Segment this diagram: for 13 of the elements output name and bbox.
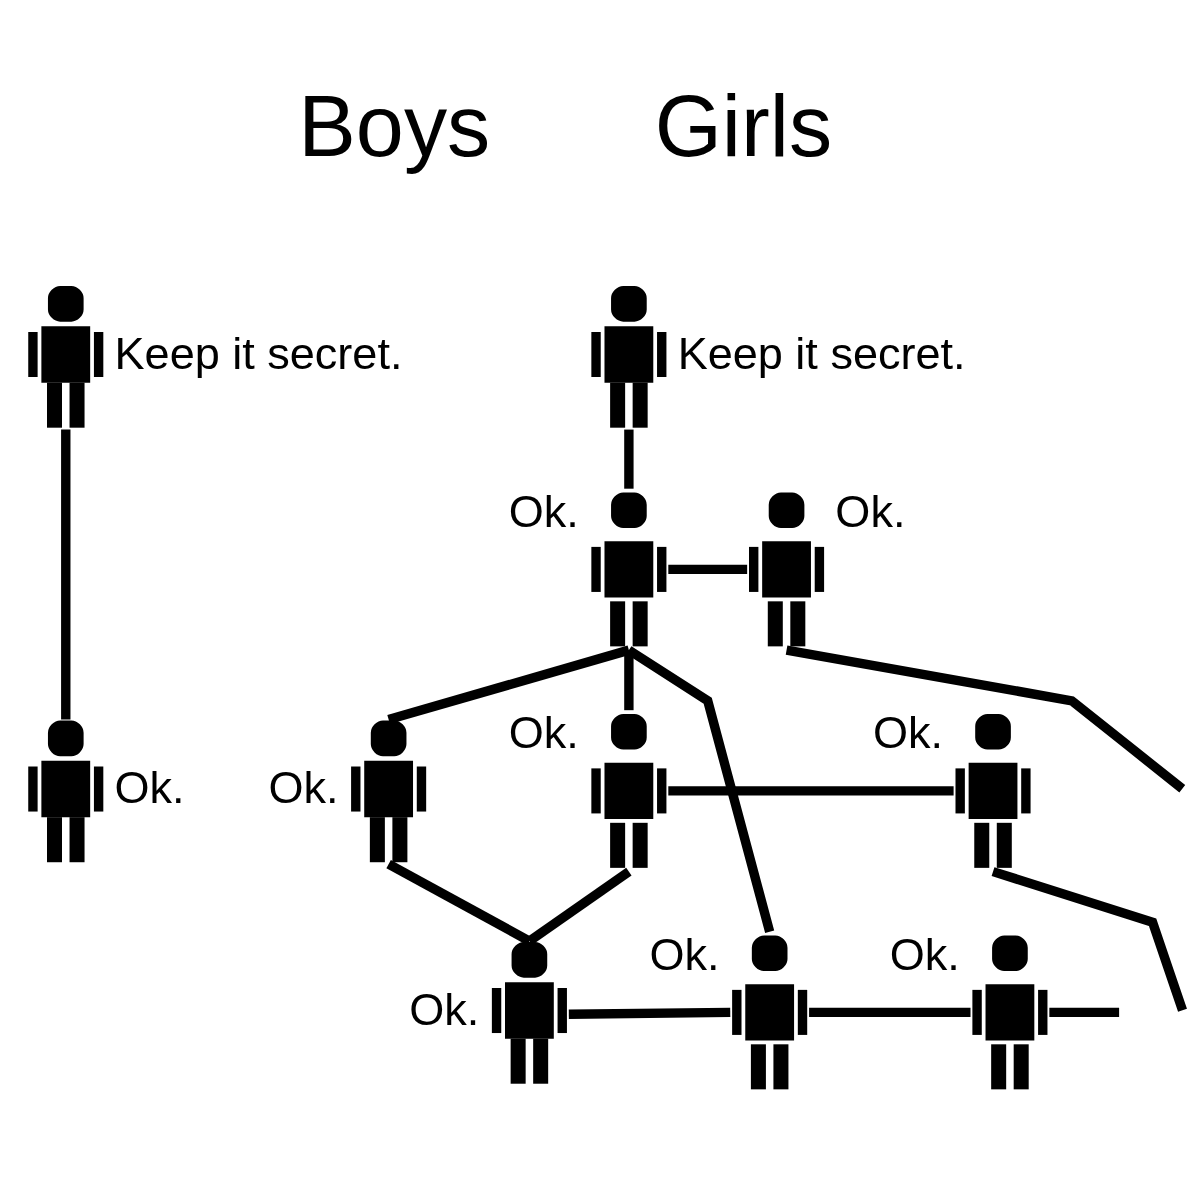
node-label: Ok. xyxy=(508,707,579,759)
node-label: Ok. xyxy=(409,983,480,1035)
node-label: Ok. xyxy=(508,485,579,537)
node-label: Ok. xyxy=(114,762,185,814)
node-label: Ok. xyxy=(649,928,720,980)
node-label: Ok. xyxy=(835,485,906,537)
node-label: Keep it secret. xyxy=(114,327,403,379)
node-label: Ok. xyxy=(268,762,339,814)
label: Girls xyxy=(654,78,833,175)
node-label: Ok. xyxy=(889,928,960,980)
node-label: Keep it secret. xyxy=(677,327,966,379)
label: Boys xyxy=(298,78,491,175)
node-label: Ok. xyxy=(872,707,943,759)
